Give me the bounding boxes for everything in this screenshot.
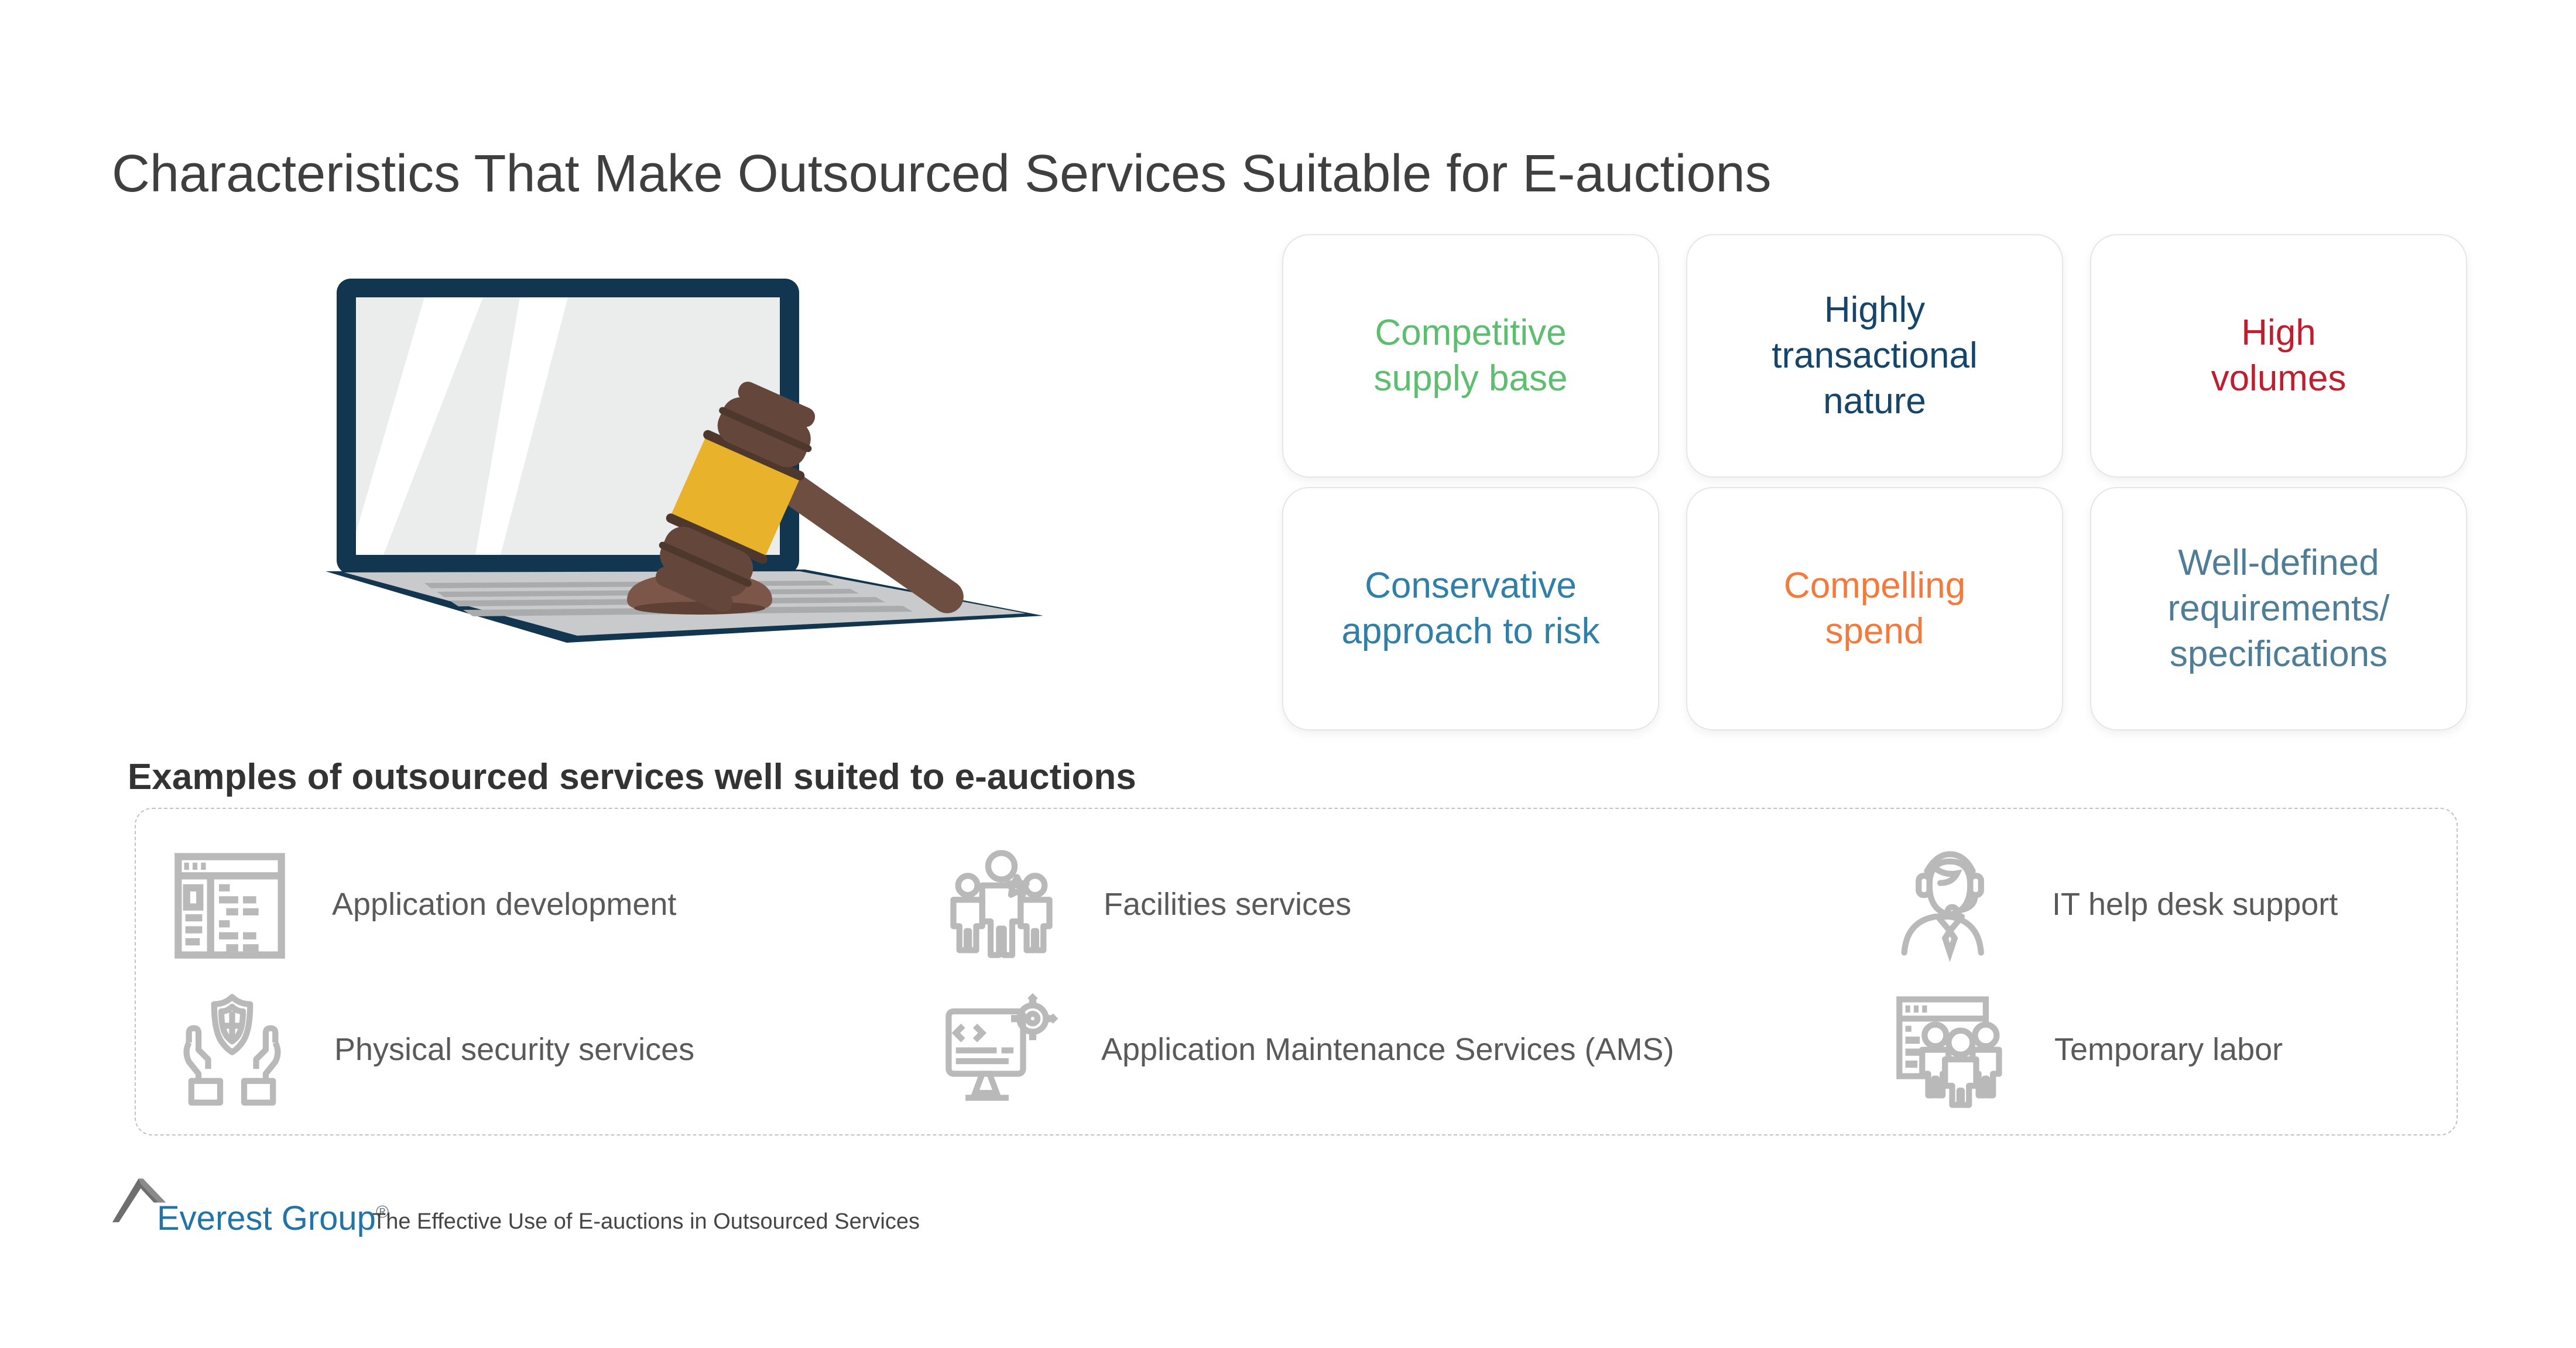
example-item-application-development: Application development [170,843,676,966]
item-label: Facilities services [1104,887,1352,922]
example-item-physical-security-services: Physical security services [172,988,694,1111]
laptop-gavel-illustration [326,279,1043,643]
characteristic-box-high-volumes: High volumes [2090,234,2467,478]
item-label: Temporary labor [2054,1032,2283,1067]
item-label: Application development [332,887,677,922]
example-item-application-maintenance-services: Application Maintenance Services (AMS) [939,988,1674,1111]
registered-mark: ® [375,1202,389,1222]
workers-window-icon [1896,996,2002,1108]
gavel-icon [627,382,964,615]
people-group-icon [950,849,1053,958]
item-label: Application Maintenance Services (AMS) [1101,1032,1674,1067]
support-agent-icon [1901,850,1984,962]
characteristic-box-competitive-supply-base: Competitive supply base [1282,234,1659,478]
footer-brand: Everest Group® [157,1199,389,1238]
box-label: Highly transactional nature [1772,289,1978,422]
example-item-facilities-services: Facilities services [941,843,1351,966]
app-window-icon [174,852,285,959]
box-label: High volumes [2211,312,2347,399]
box-label: Well-defined requirements/ specification… [2167,542,2390,675]
mountain-peak-icon [112,1178,166,1223]
page-title: Characteristics That Make Outsourced Ser… [112,145,1772,204]
box-label: Conservative approach to risk [1341,565,1600,651]
shield-hands-icon [183,993,281,1106]
example-item-it-help-desk-support: IT help desk support [1890,843,2338,966]
characteristic-box-well-defined-requirements: Well-defined requirements/ specification… [2090,487,2467,730]
characteristic-box-compelling-spend: Compelling spend [1686,487,2063,730]
footer-tagline: The Effective Use of E-auctions in Outso… [372,1209,920,1234]
box-label: Competitive supply base [1373,312,1568,399]
box-label: Compelling spend [1783,565,1966,651]
examples-panel [135,808,2458,1136]
item-label: Physical security services [334,1032,695,1067]
characteristic-box-conservative-approach-to-risk: Conservative approach to risk [1282,487,1659,730]
code-monitor-gear-icon [946,993,1059,1101]
item-label: IT help desk support [2052,887,2338,922]
footer-brand-text: Everest Group [157,1199,376,1237]
characteristic-box-highly-transactional-nature: Highly transactional nature [1686,234,2063,478]
examples-heading: Examples of outsourced services well sui… [128,757,1136,797]
example-item-temporary-labor: Temporary labor [1892,988,2283,1111]
